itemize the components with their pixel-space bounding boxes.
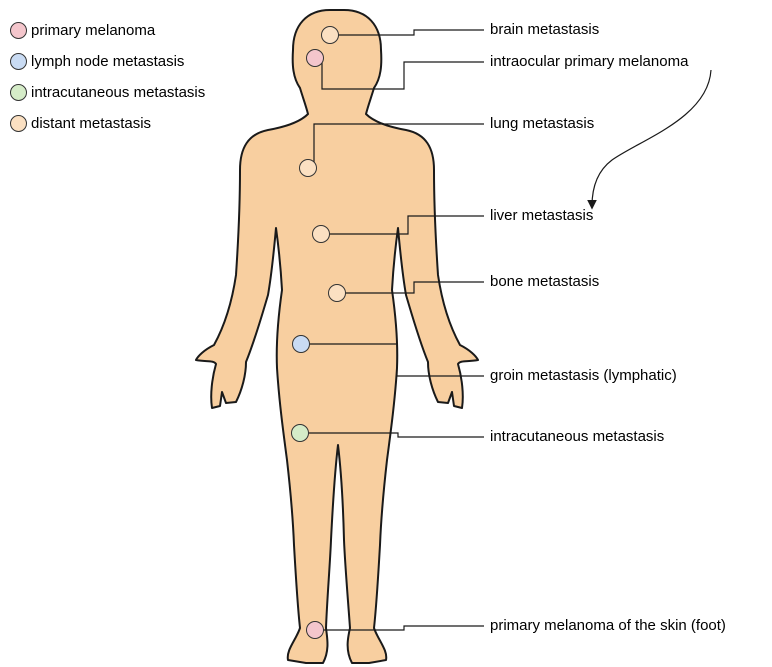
- marker-lung: [300, 160, 317, 177]
- marker-liver: [313, 226, 330, 243]
- label-liver-metastasis: liver metastasis: [490, 207, 593, 225]
- label-brain-metastasis: brain metastasis: [490, 21, 599, 39]
- pink-circle-icon: [10, 22, 27, 39]
- legend-label: intracutaneous metastasis: [31, 84, 205, 101]
- marker-intraocular: [307, 50, 324, 67]
- body-silhouette: [196, 10, 478, 663]
- body-outline: [196, 10, 478, 663]
- legend-label: distant metastasis: [31, 115, 151, 132]
- marker-intracutaneous: [292, 425, 309, 442]
- legend: primary melanoma lymph node metastasis i…: [10, 18, 205, 135]
- legend-item-lymph: lymph node metastasis: [10, 49, 205, 73]
- legend-item-intracutaneous: intracutaneous metastasis: [10, 80, 205, 104]
- blue-circle-icon: [10, 53, 27, 70]
- curved-arrow: [592, 70, 711, 206]
- label-intracutaneous-metastasis: intracutaneous metastasis: [490, 428, 664, 446]
- label-groin-metastasis: groin metastasis (lymphatic): [490, 367, 677, 385]
- legend-item-primary: primary melanoma: [10, 18, 205, 42]
- orange-circle-icon: [10, 115, 27, 132]
- legend-item-distant: distant metastasis: [10, 111, 205, 135]
- marker-brain: [322, 27, 339, 44]
- green-circle-icon: [10, 84, 27, 101]
- label-intraocular-primary-melanoma: intraocular primary melanoma: [490, 53, 688, 71]
- label-lung-metastasis: lung metastasis: [490, 115, 594, 133]
- label-primary-melanoma-foot: primary melanoma of the skin (foot): [490, 617, 726, 635]
- label-bone-metastasis: bone metastasis: [490, 273, 599, 291]
- marker-groin: [293, 336, 310, 353]
- leader-foot: [315, 626, 484, 630]
- legend-label: lymph node metastasis: [31, 53, 184, 70]
- marker-bone: [329, 285, 346, 302]
- legend-label: primary melanoma: [31, 22, 155, 39]
- marker-foot: [307, 622, 324, 639]
